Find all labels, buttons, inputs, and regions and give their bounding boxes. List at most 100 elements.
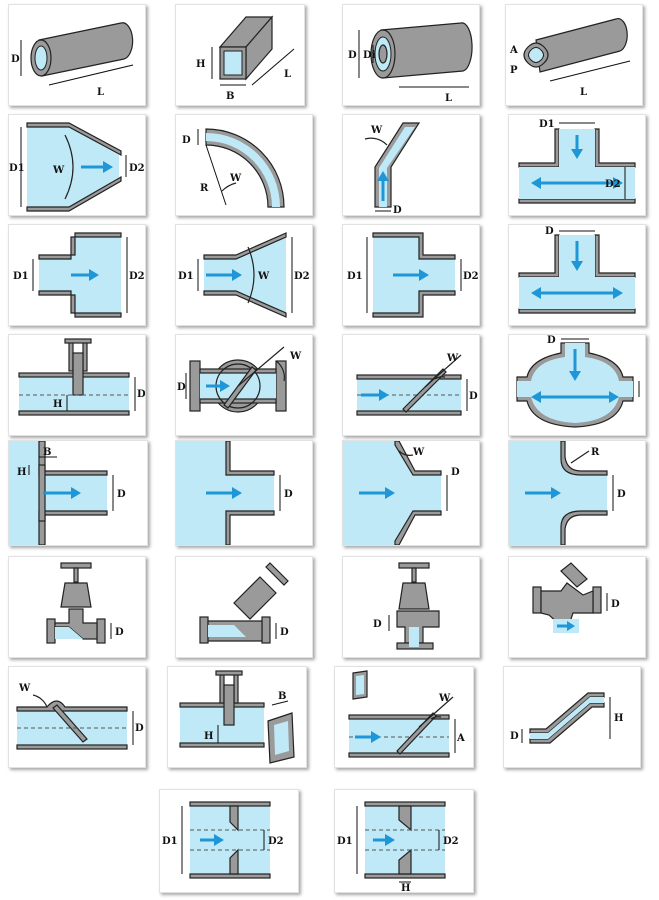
tile-confuser-conical: D1 W D2 bbox=[175, 224, 313, 326]
tee-merge-diagram: D1 D2 bbox=[518, 119, 636, 204]
label-h: H bbox=[53, 399, 62, 410]
label-l: L bbox=[97, 87, 104, 98]
tile-sudden-expansion: D1 D2 bbox=[8, 224, 146, 326]
label-d2: D2 bbox=[294, 271, 310, 282]
angle-globe-valve-diagram: D bbox=[199, 562, 289, 644]
label-d2: D2 bbox=[463, 271, 479, 282]
tile-inlet-chamfered: W D bbox=[342, 440, 480, 546]
tile-inlet-protruding: B H D bbox=[8, 440, 148, 546]
label-r: R bbox=[200, 183, 209, 194]
tile-offset-elbow: W D bbox=[342, 114, 480, 216]
label-d: D bbox=[182, 135, 191, 146]
label-d: D bbox=[177, 382, 186, 393]
label-h: H bbox=[614, 713, 623, 724]
label-d: D bbox=[135, 723, 144, 734]
label-h: H bbox=[204, 731, 213, 742]
bend-diagram: D R W bbox=[182, 128, 285, 208]
flap-valve-diagram: W D bbox=[16, 683, 144, 750]
tile-angle-valve: D bbox=[342, 556, 480, 658]
tee-split-diagram: D bbox=[518, 226, 636, 314]
tile-bend: D R W bbox=[175, 114, 313, 216]
rect-duct-diagram: H B L bbox=[196, 15, 295, 102]
angle-valve-diagram: D bbox=[373, 562, 440, 650]
tile-thin-plate-incline: W D bbox=[342, 334, 480, 436]
tile-check-valve: D bbox=[508, 556, 646, 658]
tile-gate-valve-rect: H B bbox=[167, 666, 307, 768]
label-b: B bbox=[278, 691, 286, 702]
label-d2: D2 bbox=[129, 163, 145, 174]
label-d: D bbox=[469, 391, 478, 402]
label-d1: D1 bbox=[13, 271, 29, 282]
tile-inlet-flush: D bbox=[175, 440, 313, 546]
label-l: L bbox=[580, 87, 587, 98]
label-d1: D1 bbox=[347, 271, 363, 282]
label-h: H bbox=[401, 883, 410, 892]
orifice-thick-diagram: D1 D2 H bbox=[337, 801, 459, 892]
diffuser-diagram: D1 W D2 bbox=[9, 122, 145, 212]
label-h: H bbox=[17, 467, 26, 478]
label-d: D bbox=[510, 731, 519, 742]
tile-angle-globe-valve: D bbox=[175, 556, 313, 658]
label-a: A bbox=[509, 45, 518, 56]
confuser-diagram: D1 W D2 bbox=[178, 232, 310, 318]
label-d: D bbox=[115, 627, 124, 638]
label-d: D bbox=[617, 489, 626, 500]
label-w: W bbox=[229, 173, 242, 184]
tile-straight-duct-rect: H B L bbox=[175, 4, 305, 106]
label-d1: D1 bbox=[178, 271, 194, 282]
label-w: W bbox=[370, 125, 383, 136]
tile-straight-pipe-round: D L bbox=[8, 4, 146, 106]
annular-pipe-diagram: D Di L bbox=[348, 22, 473, 104]
label-w: W bbox=[289, 351, 302, 362]
globe-valve-diagram: D bbox=[46, 562, 124, 644]
tile-inclined-offset: D H bbox=[503, 666, 641, 768]
offset-elbow-diagram: W D bbox=[364, 122, 421, 215]
label-d: D bbox=[284, 489, 293, 500]
label-d1: D1 bbox=[539, 119, 555, 130]
label-d2: D2 bbox=[605, 179, 621, 190]
orifice-sharp-diagram: D1 D2 bbox=[162, 801, 284, 879]
tile-inlet-rounded: R D bbox=[508, 440, 646, 546]
tile-annular-pipe: D Di L bbox=[342, 4, 480, 106]
tile-gate-valve: H D bbox=[8, 334, 146, 436]
label-p: P bbox=[510, 65, 518, 76]
label-d: D bbox=[373, 619, 382, 630]
tile-sudden-contraction: D1 D2 bbox=[342, 224, 480, 326]
label-d1: D1 bbox=[9, 163, 25, 174]
spherical-chamber-diagram: D bbox=[516, 335, 640, 428]
label-r: R bbox=[591, 447, 600, 458]
label-w: W bbox=[257, 271, 270, 282]
label-d2: D2 bbox=[443, 836, 459, 847]
label-w: W bbox=[52, 165, 65, 176]
label-d: D bbox=[451, 467, 460, 478]
tile-orifice-thick: D1 D2 H bbox=[334, 789, 474, 893]
label-di: Di bbox=[363, 50, 376, 61]
inlet-rounded-diagram: R D bbox=[509, 441, 626, 545]
gate-valve-rect-diagram: H B bbox=[179, 670, 295, 764]
label-l: L bbox=[284, 69, 291, 80]
label-l: L bbox=[445, 93, 452, 104]
thin-plate-diagram: W D bbox=[356, 353, 478, 416]
label-d1: D1 bbox=[162, 836, 178, 847]
tile-orifice-sharp: D1 D2 bbox=[159, 789, 299, 893]
label-b: B bbox=[43, 447, 51, 458]
label-w: W bbox=[18, 683, 31, 694]
sudden-contraction-diagram: D1 D2 bbox=[347, 232, 479, 318]
label-d2: D2 bbox=[268, 836, 284, 847]
inlet-protruding-diagram: B H D bbox=[9, 441, 126, 545]
label-d: D bbox=[348, 50, 357, 61]
tile-globe-valve: D bbox=[8, 556, 146, 658]
tile-spherical-chamber: D bbox=[508, 334, 646, 436]
arbitrary-section-diagram: A P L bbox=[509, 18, 631, 98]
inlet-chamfered-diagram: W D bbox=[343, 441, 460, 545]
tile-arbitrary-section-pipe: A P L bbox=[505, 4, 643, 106]
label-d: D bbox=[545, 226, 554, 237]
label-d1: D1 bbox=[337, 836, 353, 847]
tile-thin-plate-area: W A bbox=[334, 666, 474, 768]
label-d: D bbox=[11, 54, 20, 65]
check-valve-diagram: D bbox=[532, 562, 620, 633]
label-d: D bbox=[611, 599, 620, 610]
tile-tee-split: D bbox=[508, 224, 646, 326]
inclined-offset-diagram: D H bbox=[510, 692, 623, 744]
label-d: D bbox=[393, 205, 402, 215]
